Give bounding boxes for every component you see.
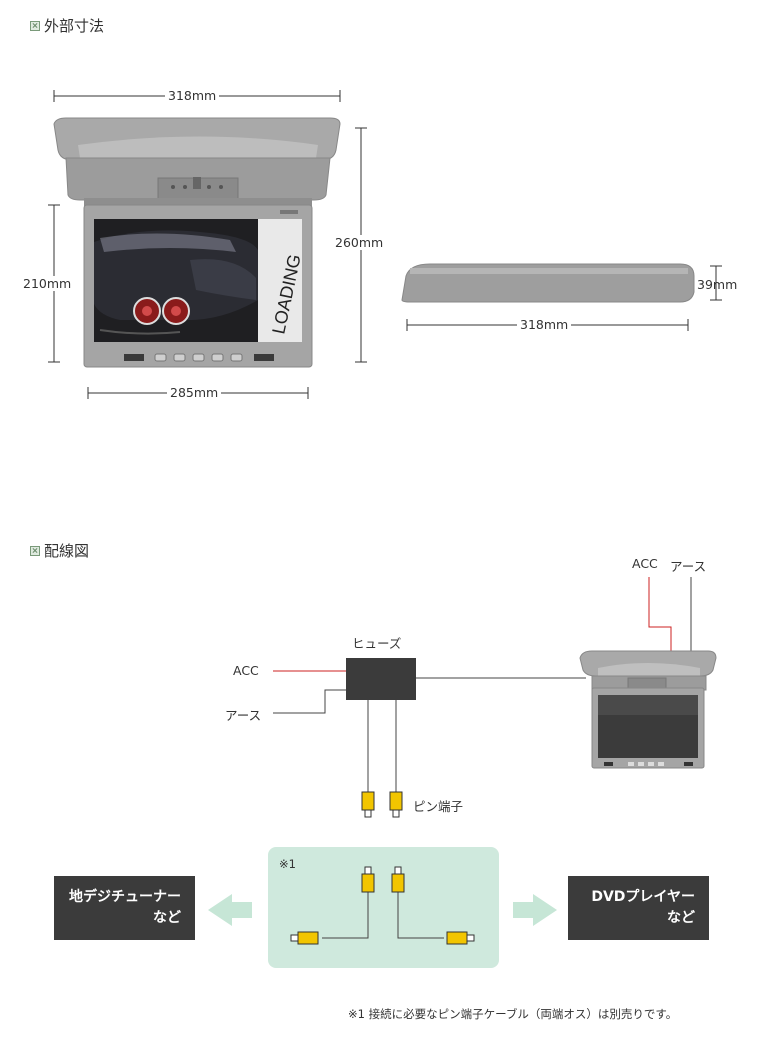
monitor-small-illustration — [579, 650, 717, 769]
wire-earth-fuse — [273, 689, 346, 714]
footnote: ※1 接続に必要なピン端子ケーブル（両端オス）は別売りです。 — [348, 1007, 678, 1021]
label-note-marker: ※1 — [279, 857, 296, 871]
dim-label-front-bottom: 285mm — [167, 385, 222, 400]
label-acc-top: ACC — [632, 556, 658, 571]
dim-label-front-total-height: 260mm — [332, 235, 387, 250]
arrow-right-icon — [513, 894, 557, 926]
dim-label-side-thickness: 39mm — [697, 277, 738, 292]
label-acc-left: ACC — [233, 663, 259, 678]
device-box-dvd-player: DVDプレイヤー など — [568, 876, 709, 940]
label-pin-terminal: ピン端子 — [413, 799, 464, 814]
device-box-dvd-player-line2: など — [667, 910, 695, 926]
dim-label-front-top: 318mm — [165, 88, 220, 103]
dimensions-section-title: 外部寸法 — [30, 15, 104, 36]
rca-plug-upper-right — [389, 791, 403, 818]
dimension-drawing: LOADING — [48, 90, 722, 399]
dim-line-side-thickness — [710, 265, 722, 301]
rca-plug-upper-left — [361, 791, 375, 818]
rca-plug-panel-top-right — [391, 866, 405, 893]
optional-cable-panel — [268, 847, 499, 968]
dim-label-side-width: 318mm — [517, 317, 572, 332]
monitor-side-view — [401, 263, 695, 303]
monitor-front-view: LOADING — [53, 117, 341, 368]
fuse-box — [346, 658, 416, 700]
device-box-digital-tuner: 地デジチューナー など — [54, 876, 195, 940]
section-marker-icon — [30, 545, 40, 556]
wiring-title-text: 配線図 — [44, 542, 90, 560]
rca-plug-panel-bottom-right — [446, 931, 475, 945]
rca-plug-panel-top-left — [361, 866, 375, 893]
device-box-digital-tuner-line1: 地デジチューナー — [69, 889, 181, 905]
label-fuse: ヒューズ — [352, 636, 402, 651]
dim-label-front-screen-height: 210mm — [20, 276, 75, 291]
wiring-section-title: 配線図 — [30, 540, 89, 561]
section-marker-icon — [30, 20, 40, 31]
optional-cable-right — [397, 892, 444, 939]
arrow-left-icon — [208, 894, 252, 926]
label-earth-left: アース — [225, 708, 262, 723]
label-earth-top: アース — [670, 559, 707, 574]
device-box-dvd-player-line1: DVDプレイヤー — [591, 889, 695, 905]
device-box-digital-tuner-line2: など — [153, 910, 181, 926]
wire-acc-monitor — [648, 577, 672, 652]
wiring-diagram — [208, 577, 717, 968]
rca-plug-panel-bottom-left — [290, 931, 319, 945]
dimensions-title-text: 外部寸法 — [44, 17, 105, 35]
optional-cable-left — [322, 892, 369, 939]
